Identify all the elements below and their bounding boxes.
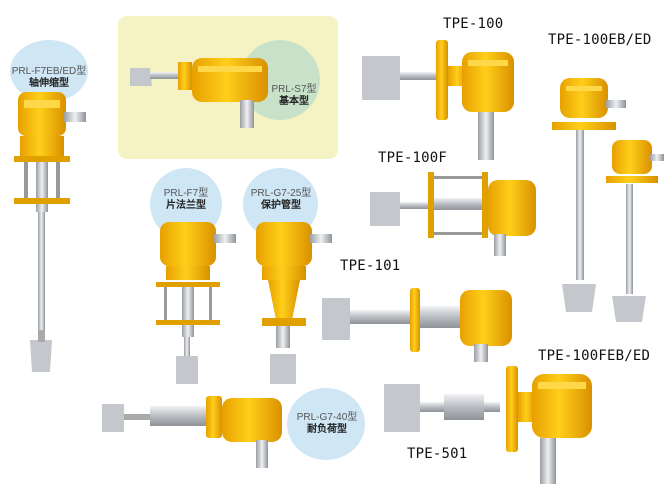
bubble-prl-f7eb <box>10 40 88 102</box>
desc-prl-s7: 基本型 <box>279 95 309 107</box>
title-tpe-100: TPE-100 <box>443 16 504 32</box>
label-prl-g7-25: PRL-G7-25型 保护管型 <box>241 188 321 211</box>
title-tpe-101: TPE-101 <box>340 258 401 274</box>
label-prl-f7: PRL-F7型 片法兰型 <box>150 188 222 211</box>
label-prl-g7-40: PRL-G7-40型 耐负荷型 <box>288 412 366 435</box>
desc-prl-g7-25: 保护管型 <box>261 199 301 211</box>
model-prl-g7-40: PRL-G7-40型 <box>296 412 358 423</box>
model-prl-f7: PRL-F7型 <box>163 188 209 199</box>
title-tpe-100febed: TPE-100FEB/ED <box>538 348 651 364</box>
desc-prl-f7: 片法兰型 <box>166 199 206 211</box>
device-prl-g7-25 <box>256 222 332 384</box>
device-prl-f7 <box>156 222 236 384</box>
bubble-prl-g7-40 <box>287 388 365 460</box>
title-tpe-100f: TPE-100F <box>378 150 448 166</box>
title-tpe-100ebed: TPE-100EB/ED <box>548 32 652 48</box>
model-prl-f7eb: PRL-F7EB/ED型 <box>11 66 87 77</box>
model-prl-g7-25: PRL-G7-25型 <box>250 188 312 199</box>
device-tpe-100ebed <box>552 78 626 312</box>
device-tpe-100febed <box>384 366 592 484</box>
title-tpe-501: TPE-501 <box>407 446 468 462</box>
desc-prl-f7eb: 轴伸缩型 <box>29 77 69 89</box>
device-prl-f7eb <box>14 92 86 372</box>
device-tpe-100f <box>370 172 536 256</box>
model-prl-s7: PRL-S7型 <box>271 84 317 95</box>
device-prl-s7 <box>130 58 268 128</box>
device-tpe-100 <box>362 40 514 160</box>
label-prl-f7eb: PRL-F7EB/ED型 轴伸缩型 <box>6 66 92 89</box>
device-tpe-100ebed-small <box>606 140 664 322</box>
device-tpe-101 <box>322 288 512 362</box>
label-prl-s7: PRL-S7型 基本型 <box>254 84 334 107</box>
device-prl-g7-40 <box>102 396 282 468</box>
desc-prl-g7-40: 耐负荷型 <box>307 423 347 435</box>
